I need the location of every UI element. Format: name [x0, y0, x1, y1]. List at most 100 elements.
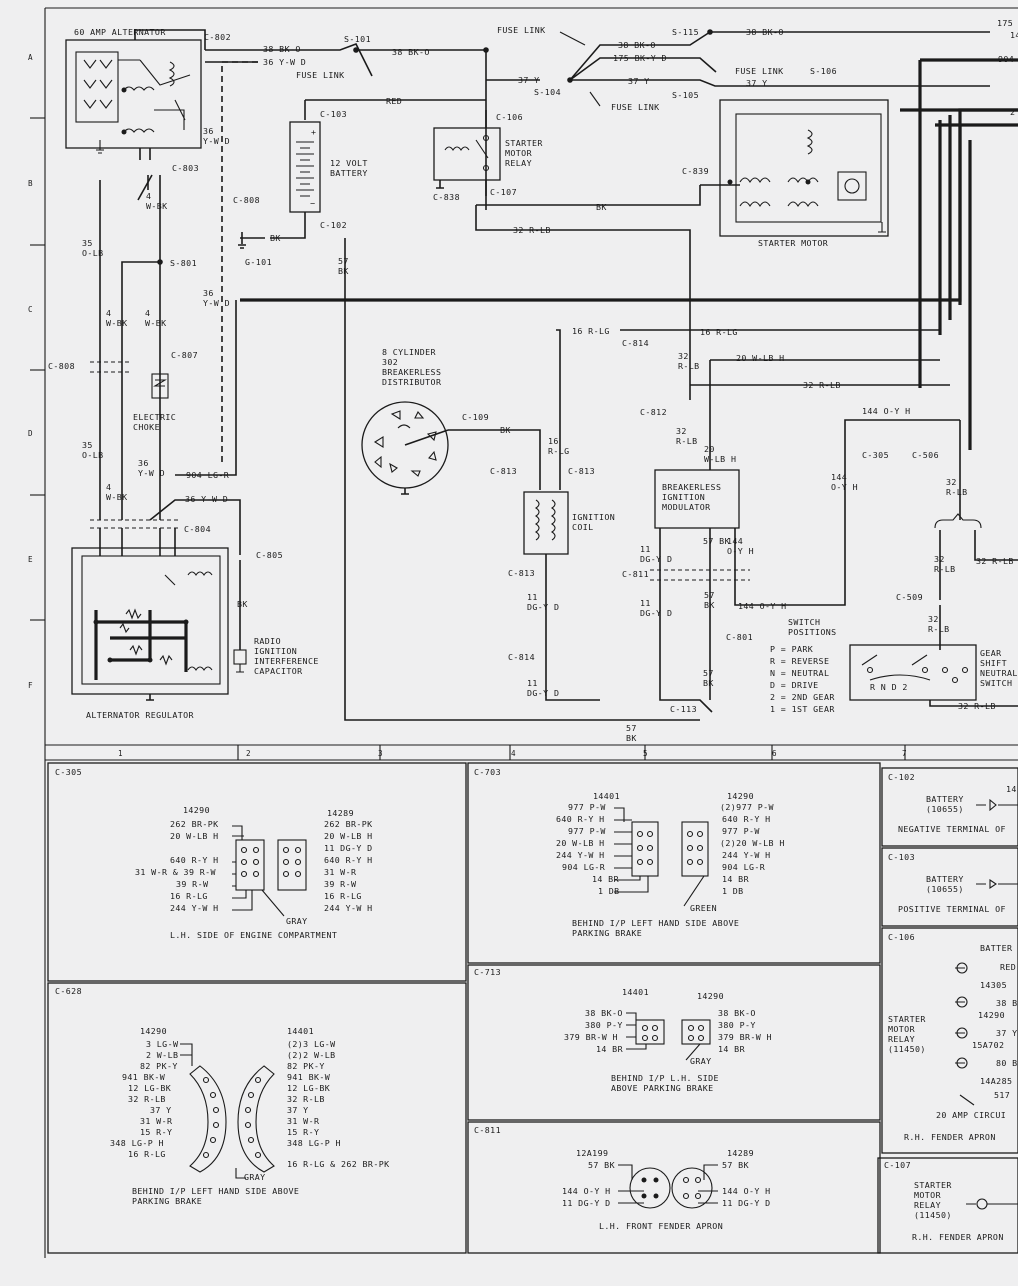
panel-id: C-713 [474, 967, 501, 977]
pin-label: 1 DB [598, 886, 620, 896]
pin-label: 12 LG-BK [128, 1083, 171, 1093]
panel-id: C-107 [884, 1160, 911, 1170]
splice-s801: S-801 [170, 258, 197, 268]
pin-label: 380 P-Y [718, 1020, 756, 1030]
column-label: 6 [772, 749, 777, 758]
wire-label: 38 BK-O [392, 47, 430, 57]
splice-s115: S-115 [672, 27, 699, 37]
connector-c803: C-803 [172, 163, 199, 173]
column-label: 2 [246, 749, 251, 758]
pin-label: 37 Y [150, 1105, 172, 1115]
row-label: E [28, 555, 33, 564]
pin-label: 640 R-Y H [722, 814, 771, 824]
pin-label: 348 LG-P H [287, 1138, 341, 1148]
pin-label: 11 DG-Y D [722, 1198, 771, 1208]
terminal-wire: 14A285 [980, 1076, 1012, 1086]
starter-motor: C-839 STARTER MOTOR [682, 99, 889, 248]
wire-label: 57 BK [703, 536, 730, 546]
terminal-wire: 38 B [996, 998, 1018, 1008]
row-label: F [28, 681, 33, 690]
terminal-wire: 15A702 [972, 1040, 1004, 1050]
wire-label: BK [237, 599, 248, 609]
pin-label: 941 BK-W [122, 1072, 165, 1082]
connector-c305: C-305 [862, 450, 889, 460]
housing-color: GRAY [690, 1056, 712, 1066]
wire-label: 32 R-LB [976, 556, 1014, 566]
switch-position-item: R = REVERSE [770, 656, 829, 666]
harness-trunk [240, 58, 1018, 450]
pin-label: 977 P-W [722, 826, 760, 836]
pin-label: 348 LG-P H [110, 1138, 164, 1148]
wire-label: 38 BK-O [618, 40, 656, 50]
wire-label: BK [500, 425, 511, 435]
pin-label: 977 P-W [568, 826, 606, 836]
connector-c106: C-106 [496, 112, 523, 122]
part-number: 14289 [327, 808, 354, 818]
pin-label: (2)20 W-LB H [720, 838, 785, 848]
pin-label: 82 PK-Y [140, 1061, 178, 1071]
column-label: 1 [118, 749, 123, 758]
wire-label: 36 Y-W D [185, 494, 228, 504]
column-label: 3 [378, 749, 383, 758]
alternator: 60 AMP ALTERNATOR [65, 27, 206, 160]
connector-panels [47, 762, 1018, 1254]
column-label: 5 [643, 749, 648, 758]
splice-s105: S-105 [672, 90, 699, 100]
panel-id: C-102 [888, 772, 915, 782]
pin-label: 20 W-LB H [324, 831, 373, 841]
splice-s106: S-106 [810, 66, 837, 76]
pin-label: 262 BR-PK [170, 819, 219, 829]
wire-label: 175 BK-Y D [613, 53, 667, 63]
pin-label: 37 Y [287, 1105, 309, 1115]
pin-label: 14 BR [722, 874, 749, 884]
panel-c713: C-713 14401 14290 38 BK-O 380 P-Y 379 BR… [474, 967, 772, 1093]
pin-label: 20 W-LB H [170, 831, 219, 841]
panel-caption: NEGATIVE TERMINAL OF [898, 824, 1006, 834]
alternator-output-wires: C-802 38 BK-O 36 Y-W D S-101 FUSE LINK 3… [204, 32, 489, 462]
pin-label: 11 DG-Y D [562, 1198, 611, 1208]
pin-label: (2)2 W-LB [287, 1050, 336, 1060]
panel-caption: L.H. SIDE OF ENGINE COMPARTMENT [170, 930, 337, 940]
wire-label: 16 R-LG [700, 327, 738, 337]
pin-label: 16 R-LG & 262 BR-PK [287, 1159, 390, 1169]
pin-label: 20 W-LB H [556, 838, 605, 848]
wire-label: 38 BK-O [263, 44, 301, 54]
regulator-label: ALTERNATOR REGULATOR [86, 710, 194, 720]
connector-c102: C-102 [320, 220, 347, 230]
part-number: 14290 [140, 1026, 167, 1036]
part-number: 14401 [622, 987, 649, 997]
pin-label: (2)3 LG-W [287, 1039, 336, 1049]
fuse-link-label: FUSE LINK [735, 66, 784, 76]
svg-text:−: − [310, 198, 315, 208]
terminal-part: BATTERY(10655) [926, 794, 964, 814]
connector-c807: C-807 [171, 350, 198, 360]
switch-position-item: N = NEUTRAL [770, 668, 829, 678]
wire-label: 37 Y [746, 78, 768, 88]
connector-c811: C-811 [622, 569, 649, 579]
terminal-part: BATTERY(10655) [926, 874, 964, 894]
connector-c509: C-509 [896, 592, 923, 602]
pin-label: 904 LG-R [562, 862, 605, 872]
connector-c813b: C-813 [568, 466, 595, 476]
panel-caption: POSITIVE TERMINAL OF [898, 904, 1006, 914]
part-number: 14290 [697, 991, 724, 1001]
